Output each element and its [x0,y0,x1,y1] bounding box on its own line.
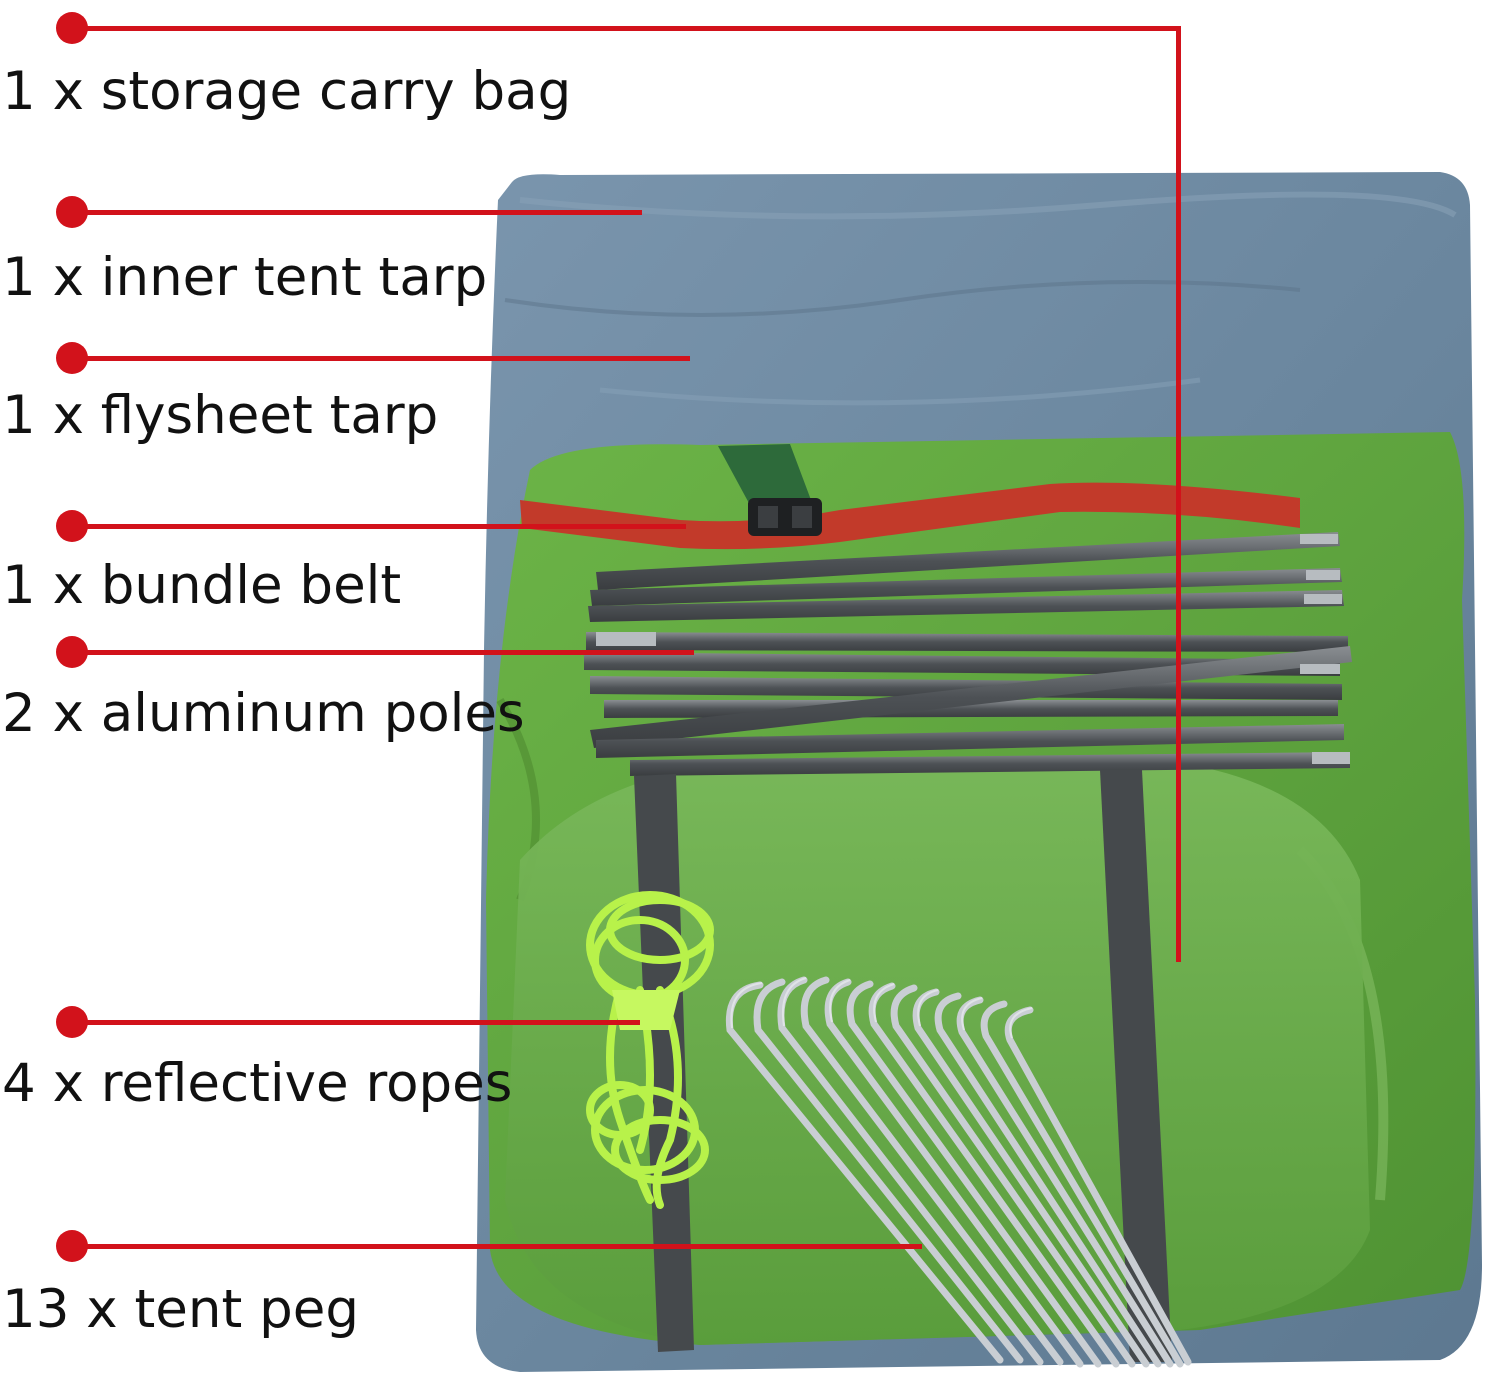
leader-line-flysheet-tarp [72,356,690,361]
leader-line-aluminum-poles [72,650,694,655]
leader-line-reflective-ropes [72,1020,640,1025]
leader-line-bundle-belt [72,524,686,529]
label-aluminum-poles: 2 x aluminum poles [2,683,525,744]
leader-line-inner-tent-tarp [72,210,642,215]
bundle-belt-shape [520,482,1300,550]
aluminum-poles-shape [584,532,1352,776]
carry-handle-right [1100,770,1172,1362]
leader-line-tent-peg [72,1244,922,1249]
leader-vertical-storage-carry-bag [1176,26,1181,962]
label-tent-peg: 13 x tent peg [2,1279,359,1340]
label-inner-tent-tarp: 1 x inner tent tarp [2,247,488,308]
label-storage-carry-bag: 1 x storage carry bag [2,61,572,122]
leader-line-storage-carry-bag [72,26,1180,31]
label-bundle-belt: 1 x bundle belt [2,555,402,616]
label-reflective-ropes: 4 x reflective ropes [2,1053,513,1114]
label-flysheet-tarp: 1 x flysheet tarp [2,385,439,446]
tent-pegs-shape [725,976,1192,1368]
